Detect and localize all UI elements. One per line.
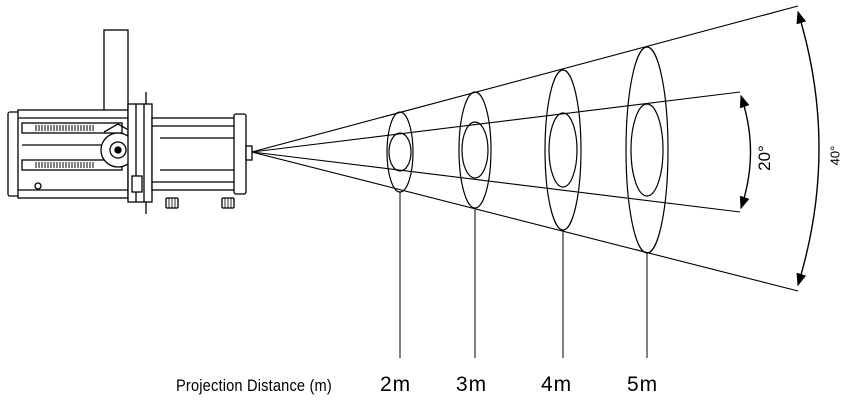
beam-ellipses bbox=[386, 46, 669, 254]
beam-20-lower bbox=[251, 151, 741, 213]
distance-label-4m: 4m bbox=[541, 373, 573, 396]
ellipse-2m-40 bbox=[386, 111, 414, 193]
beam-40-upper bbox=[251, 5, 799, 153]
distance-label-5m: 5m bbox=[627, 373, 659, 396]
projection-distance-caption: Projection Distance (m) bbox=[176, 376, 332, 395]
ellipse-5m-40 bbox=[625, 46, 669, 254]
profile-spotlight-icon bbox=[7, 29, 253, 214]
angle-label-40: 40° bbox=[827, 145, 843, 166]
ellipse-4m-40 bbox=[544, 69, 582, 231]
beam-40-lower bbox=[251, 151, 799, 292]
ellipse-2m-20 bbox=[388, 132, 412, 172]
front-cap bbox=[233, 113, 247, 195]
lens-barrel bbox=[151, 117, 241, 191]
double-arrow-icon bbox=[796, 10, 820, 287]
ellipse-3m-20 bbox=[461, 121, 489, 179]
distance-label-3m: 3m bbox=[456, 373, 488, 396]
vent-slots bbox=[35, 125, 94, 168]
double-arrow-icon bbox=[739, 94, 752, 210]
distance-label-2m: 2m bbox=[380, 373, 412, 396]
angle-label-20: 20° bbox=[754, 145, 774, 171]
ellipse-4m-20 bbox=[548, 112, 578, 188]
ellipse-5m-20 bbox=[630, 103, 664, 197]
beam-20-upper bbox=[251, 91, 741, 153]
distance-leaders bbox=[399, 192, 648, 358]
ellipse-3m-40 bbox=[458, 91, 492, 209]
beam-lines bbox=[251, 5, 799, 292]
